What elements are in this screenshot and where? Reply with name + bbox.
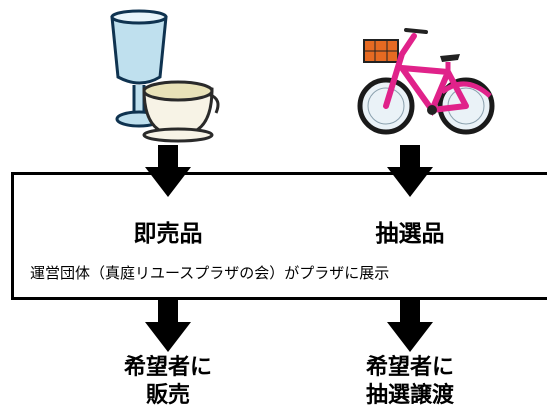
exhibit-note: 運営団体（真庭リユースプラザの会）がプラザに展示	[30, 264, 390, 282]
bicycle-icon	[356, 14, 496, 144]
arrow-down-icon	[145, 300, 191, 352]
right-result-line2: 抽選譲渡	[365, 383, 454, 408]
left-item-label: 即売品	[133, 221, 203, 247]
arrow-down-icon	[387, 300, 433, 352]
glass-and-cup-icon	[100, 5, 220, 145]
arrow-down-icon	[387, 145, 433, 197]
right-result-line1: 希望者に	[365, 355, 454, 380]
right-item-label: 抽選品	[375, 221, 445, 247]
process-box	[11, 172, 547, 300]
left-result-line2: 販売	[145, 383, 190, 408]
right-result: 希望者に 抽選譲渡	[330, 354, 490, 410]
left-result: 希望者に 販売	[88, 354, 248, 410]
arrow-down-icon	[145, 145, 191, 197]
left-result-line1: 希望者に	[123, 355, 212, 380]
